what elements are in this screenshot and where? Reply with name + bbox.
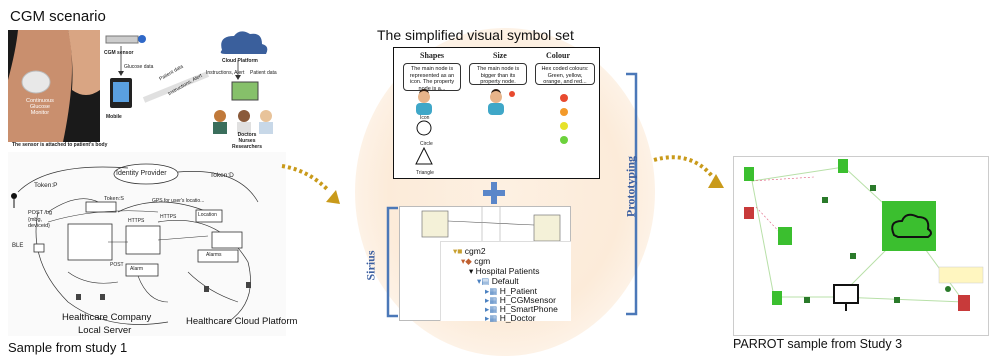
glucose-data-label: Glucose data bbox=[124, 64, 154, 70]
healthcare-company-label: Healthcare Company bbox=[62, 312, 152, 323]
mobile-label: Mobile bbox=[106, 114, 122, 120]
cgm-sensor-label: CGM sensor bbox=[104, 50, 134, 56]
chevron-down-icon: ▾ bbox=[469, 266, 474, 276]
cgm-scenario-illustration bbox=[8, 30, 273, 142]
instructions-label: Instructions, Alert bbox=[206, 70, 245, 76]
cgm-device-label: Continuous Glucose Monitor bbox=[26, 98, 54, 116]
colour-dot-yellow bbox=[560, 122, 568, 130]
sensor-caption: The sensor is attached to patient's body bbox=[12, 142, 108, 148]
col-size: Size bbox=[493, 51, 507, 60]
sirius-screenshot: ▾■ cgm2 ▾◆ cgm ▾ Hospital Patients ▾▤ De… bbox=[399, 206, 571, 323]
tree-item-cgm2[interactable]: ▾■ cgm2 bbox=[453, 246, 486, 256]
gps-label: GPS for user's locatio... bbox=[152, 198, 205, 204]
token-p-label: Token:P bbox=[34, 182, 58, 189]
prototyping-label: Prototyping bbox=[623, 155, 638, 218]
node-icon: ▸▦ bbox=[485, 286, 498, 296]
cloud-platform-label: Cloud Platform bbox=[222, 58, 258, 64]
triangle-label: Triangle bbox=[416, 170, 434, 176]
icon-label: Icon bbox=[420, 115, 430, 121]
node-icon: ▸▦ bbox=[485, 313, 498, 323]
parrot-caption: PARROT sample from Study 3 bbox=[733, 337, 903, 351]
prototyping-bracket bbox=[626, 72, 638, 316]
sirius-mini-diagram bbox=[421, 207, 561, 247]
sample-study1-caption: Sample from study 1 bbox=[8, 340, 128, 355]
tree-item-h-cgmsensor[interactable]: ▸▦ H_CGMsensor bbox=[485, 295, 556, 305]
colour-dot-red bbox=[560, 94, 568, 102]
circle-label: Circle bbox=[420, 141, 433, 147]
https-label-2: HTTPS bbox=[160, 214, 177, 220]
symbol-set-title: The simplified visual symbol set bbox=[377, 27, 574, 43]
traffic-colors bbox=[560, 94, 568, 144]
post-label: POST bbox=[110, 262, 124, 268]
ble-label: BLE bbox=[12, 243, 24, 249]
identity-provider-label: Identity Provider bbox=[116, 170, 167, 177]
node-icon: ▸▦ bbox=[485, 304, 498, 314]
local-server-label: Local Server bbox=[78, 325, 132, 336]
arrow-center-to-right bbox=[653, 155, 724, 188]
cgm-scenario-title: CGM scenario bbox=[10, 8, 106, 25]
shapes-description: The main node is represented as an icon.… bbox=[403, 63, 461, 92]
alarms-label: Alarms bbox=[206, 252, 222, 258]
tree-item-default[interactable]: ▾▤ Default bbox=[477, 276, 519, 286]
tree-item-h-doctor[interactable]: ▸▦ H_Doctor bbox=[485, 313, 536, 323]
size-description: The main node is bigger than its propert… bbox=[469, 63, 527, 85]
sirius-tree: ▾■ cgm2 ▾◆ cgm ▾ Hospital Patients ▾▤ De… bbox=[440, 241, 571, 323]
col-colour: Colour bbox=[546, 51, 570, 60]
colour-dot-green bbox=[560, 136, 568, 144]
colour-dot-orange bbox=[560, 108, 568, 116]
patient-data-label: Patient data bbox=[250, 70, 277, 76]
sirius-label: Sirius bbox=[363, 250, 378, 281]
parrot-graph bbox=[744, 159, 984, 311]
https-label-1: HTTPS bbox=[128, 218, 145, 224]
parrot-sample bbox=[733, 156, 989, 336]
shape-examples bbox=[415, 89, 433, 165]
plus-icon bbox=[483, 182, 505, 204]
arrow-left-to-center bbox=[281, 164, 340, 204]
model-icon: ▾◆ bbox=[461, 256, 472, 266]
token-d-label: Token:D bbox=[210, 172, 234, 179]
node-icon: ▸▦ bbox=[485, 295, 498, 305]
healthcare-cloud-label: Healthcare Cloud Platform bbox=[186, 316, 298, 327]
sirius-bracket bbox=[386, 206, 398, 318]
tree-item-h-smartphone[interactable]: ▸▦ H_SmartPhone bbox=[485, 304, 558, 314]
tree-item-hospital-patients[interactable]: ▾ Hospital Patients bbox=[469, 266, 540, 276]
people-label: Doctors Nurses Researchers bbox=[232, 132, 263, 150]
tree-item-cgm[interactable]: ▾◆ cgm bbox=[461, 256, 491, 266]
size-example bbox=[488, 89, 515, 115]
col-shapes: Shapes bbox=[420, 51, 445, 60]
folder-icon: ▾■ bbox=[453, 246, 463, 256]
token-s-label: Token:S bbox=[104, 196, 124, 202]
tree-item-h-patient[interactable]: ▸▦ H_Patient bbox=[485, 286, 538, 296]
colour-description: Hex coded colours: Green, yellow, orange… bbox=[535, 63, 595, 85]
post-bg-label: POST /bg {mbg, deviceid} bbox=[28, 210, 53, 229]
symbol-set-table: Shapes Size Colour The main node is repr… bbox=[393, 47, 600, 179]
location-label: Location bbox=[198, 212, 217, 218]
study1-diagram bbox=[8, 152, 286, 336]
layer-icon: ▾▤ bbox=[477, 276, 490, 286]
alarm-label: Alarm bbox=[130, 266, 144, 272]
